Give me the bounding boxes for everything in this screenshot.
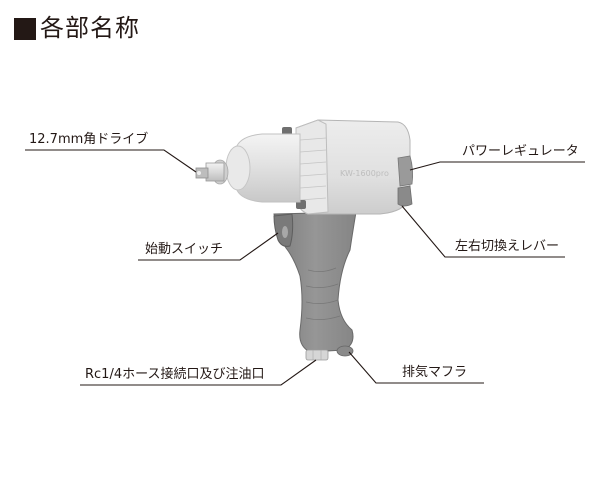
callout-power-regulator: パワーレギュレータ bbox=[462, 144, 579, 159]
callout-air-inlet: Rc1/4ホース接続口及び注油口 bbox=[85, 367, 265, 382]
leader-lines bbox=[25, 149, 585, 386]
square-drive-part bbox=[195, 167, 209, 179]
leader-power-regulator bbox=[409, 161, 585, 171]
callout-trigger: 始動スイッチ bbox=[145, 242, 224, 257]
air-inlet-fitting bbox=[305, 349, 329, 361]
leader-trigger bbox=[138, 232, 279, 261]
exhaust-muffler-part bbox=[336, 345, 354, 357]
power-regulator-part bbox=[397, 155, 414, 187]
callout-exhaust-muffler: 排気マフラ bbox=[402, 365, 468, 380]
callout-square-drive: 12.7mm角ドライブ bbox=[29, 132, 149, 147]
reverse-lever-part bbox=[397, 185, 413, 207]
black-square-icon bbox=[14, 17, 36, 40]
impact-wrench: KW-1600pro bbox=[195, 119, 414, 361]
leader-exhaust-muffler bbox=[348, 351, 484, 384]
leader-air-inlet bbox=[80, 359, 317, 386]
leader-reverse-lever bbox=[401, 205, 565, 258]
page-title-text: 各部名称 bbox=[40, 14, 140, 42]
leader-square-drive bbox=[25, 149, 197, 173]
page-title: 各部名称 bbox=[14, 13, 140, 43]
model-marking: KW-1600pro bbox=[340, 169, 389, 178]
callout-forward-reverse-lever: 左右切換えレバー bbox=[455, 239, 560, 254]
